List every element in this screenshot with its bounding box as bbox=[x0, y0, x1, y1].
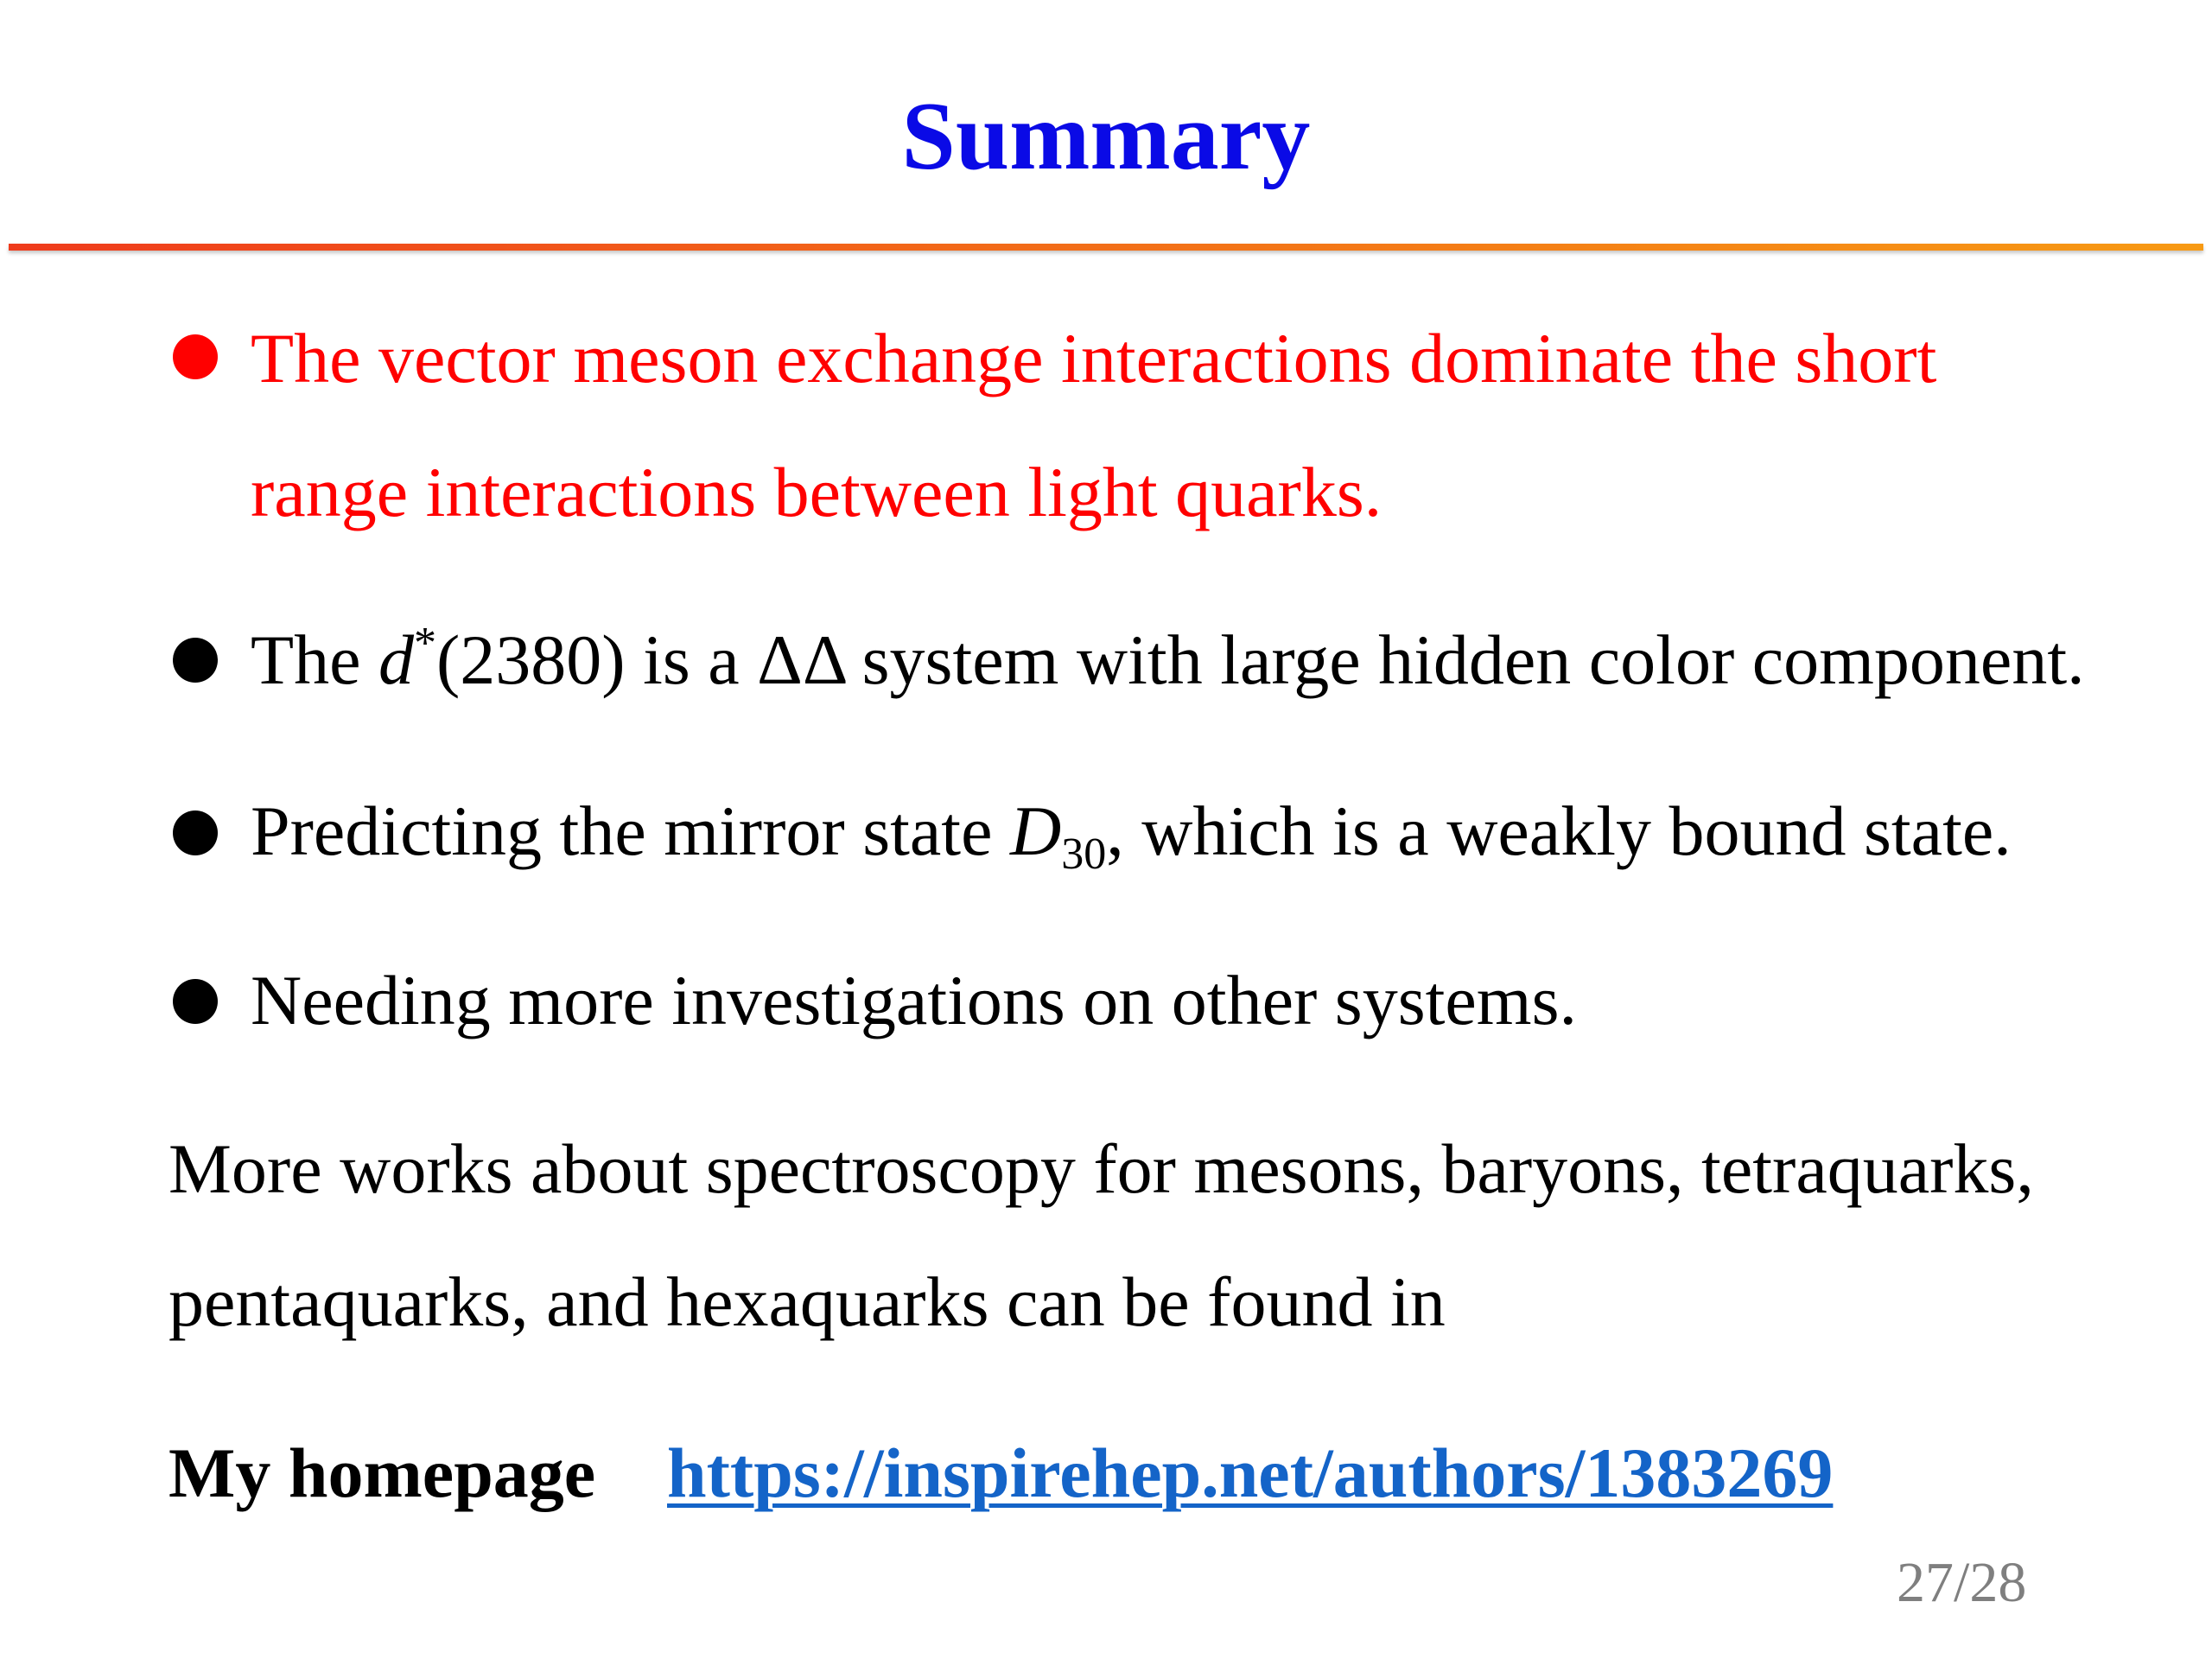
bullet-dot-3 bbox=[173, 810, 218, 855]
bullet-2-post: (2380) is a ΔΔ system with large hidden … bbox=[435, 620, 2085, 699]
bullet-1-line-1: The vector meson exchange interactions d… bbox=[251, 319, 1937, 397]
bullet-2-text: The d*(2380) is a ΔΔ system with large h… bbox=[251, 617, 2085, 703]
more-works-line-2: pentaquarks, and hexaquarks can be found… bbox=[168, 1262, 1446, 1341]
d-star-symbol: d bbox=[378, 620, 414, 699]
d30-subscript: 30 bbox=[1061, 830, 1107, 879]
bullet-1-line-2: range interactions between light quarks. bbox=[251, 453, 1382, 531]
slide-title: Summary bbox=[901, 83, 1311, 190]
bullet-dot-1 bbox=[173, 334, 218, 379]
page-number: 27/28 bbox=[1897, 1551, 2027, 1614]
bullet-dot-4 bbox=[173, 979, 218, 1024]
bullet-dot-2 bbox=[173, 638, 218, 683]
d30-symbol: D bbox=[1009, 791, 1062, 870]
bullet-3-pre: Predicting the mirror state bbox=[251, 791, 1010, 870]
bullet-2-pre: The bbox=[251, 620, 378, 699]
d-star-superscript: * bbox=[413, 619, 436, 668]
title-divider bbox=[9, 244, 2203, 251]
bullet-3-post: , which is a weakly bound state. bbox=[1106, 791, 2012, 870]
bullet-4-text: Needing more investigations on other sys… bbox=[251, 961, 1577, 1039]
homepage-link[interactable]: https://inspirehep.net/authors/1383269 bbox=[667, 1433, 1834, 1512]
bullet-3-text: Predicting the mirror state D30, which i… bbox=[251, 788, 2012, 877]
homepage-label: My homepage bbox=[168, 1433, 596, 1512]
more-works-line-1: More works about spectroscopy for mesons… bbox=[168, 1129, 2034, 1208]
